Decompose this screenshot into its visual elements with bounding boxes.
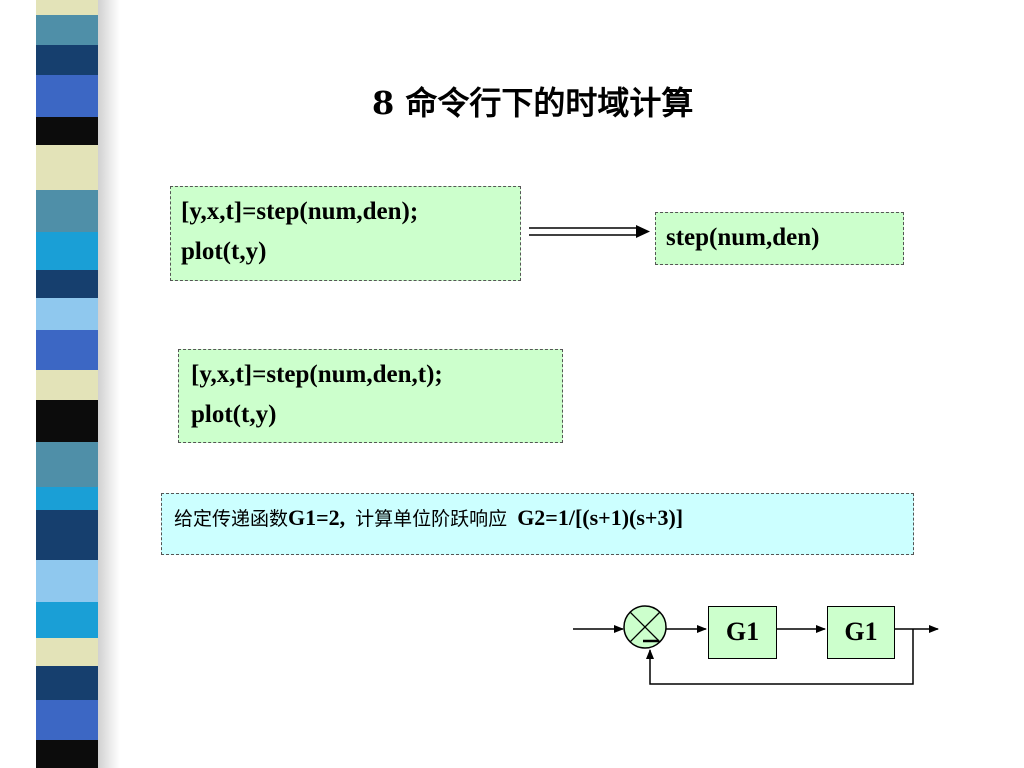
- strip-segment: [36, 487, 98, 510]
- strip-segment: [36, 190, 98, 232]
- strip-segment: [36, 15, 98, 45]
- strip-segment: [36, 330, 98, 370]
- strip-segment: [36, 117, 98, 145]
- strip-segment: [36, 75, 98, 117]
- strip-segment: [36, 638, 98, 666]
- strip-segment: [36, 700, 98, 740]
- task-statement-box: 给定传递函数G1=2, 计算单位阶跃响应 G2=1/[(s+1)(s+3)]: [161, 493, 914, 555]
- decorative-left-strip: [36, 0, 98, 768]
- task-text-cn-1: 给定传递函数: [174, 508, 289, 530]
- code-line-2: plot(t,y): [191, 401, 277, 428]
- strip-segment: [36, 740, 98, 768]
- code-line-1: [y,x,t]=step(num,den,t);: [191, 361, 443, 388]
- code-line-1: [y,x,t]=step(num,den);: [181, 198, 419, 225]
- code-block-step-plot: step(num,den): [655, 212, 904, 265]
- strip-segment: [36, 442, 98, 487]
- block-g1-first: G1: [708, 606, 777, 659]
- strip-segment: [36, 145, 98, 190]
- strip-segment: [36, 602, 98, 638]
- strip-segment: [36, 560, 98, 602]
- summing-junction: [623, 605, 667, 649]
- strip-shadow: [98, 0, 120, 768]
- strip-segment: [36, 232, 98, 270]
- strip-segment: [36, 666, 98, 700]
- task-text-cn-2: 计算单位阶跃响应: [355, 508, 508, 530]
- block-g1-second: G1: [827, 606, 895, 659]
- strip-segment: [36, 270, 98, 298]
- code-block-step-output: [y,x,t]=step(num,den); plot(t,y): [170, 186, 521, 281]
- task-text-en-2: G2=1/[(s+1)(s+3)]: [517, 505, 684, 530]
- strip-segment: [36, 400, 98, 442]
- strip-segment: [36, 45, 98, 75]
- strip-segment: [36, 0, 98, 15]
- code-block-step-with-time: [y,x,t]=step(num,den,t); plot(t,y): [178, 349, 563, 443]
- strip-segment: [36, 370, 98, 400]
- strip-segment: [36, 510, 98, 560]
- task-text-en-1: G1=2,: [288, 505, 346, 530]
- slide-title: 8 命令行下的时域计算: [372, 84, 694, 122]
- strip-segment: [36, 298, 98, 330]
- equivalence-arrow: [529, 225, 650, 238]
- code-line-1: step(num,den): [666, 224, 820, 251]
- code-line-2: plot(t,y): [181, 238, 267, 265]
